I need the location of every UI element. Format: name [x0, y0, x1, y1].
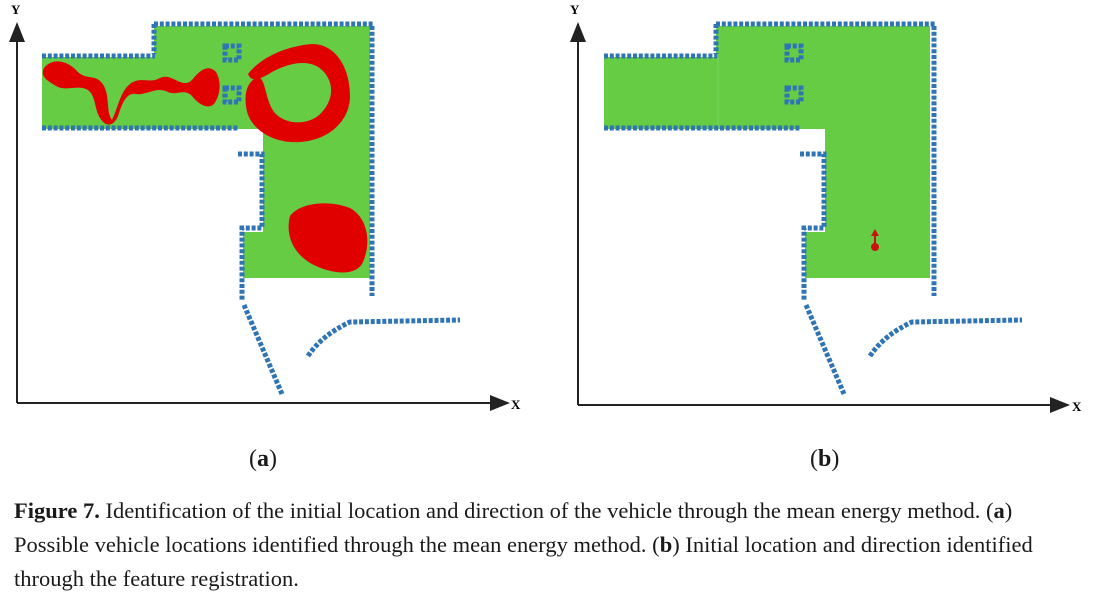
panel-a-label: (a): [249, 446, 277, 472]
boundary-markers: [604, 21, 1023, 395]
x-axis-label: X: [511, 397, 521, 412]
axes: [8, 22, 510, 411]
y-axis-label: Y: [11, 2, 21, 17]
figure-label: Figure 7.: [14, 498, 100, 523]
candidate-regions: [42, 44, 368, 273]
vehicle-position: [871, 243, 879, 251]
mapped-area: [604, 26, 930, 278]
figure-caption: Figure 7. Identification of the initial …: [14, 498, 1033, 591]
candidate-region-bottom: [288, 203, 368, 273]
boundary-markers: [42, 21, 461, 395]
candidate-region-loop: [245, 44, 350, 143]
panel-b-label: (b): [810, 446, 840, 472]
vehicle-marker: [871, 229, 879, 251]
panel-b: Y X: [570, 2, 1082, 414]
panel-a: Y X: [8, 2, 521, 412]
y-axis-label: Y: [570, 2, 580, 17]
axes: [570, 22, 1070, 413]
candidate-region-left: [42, 61, 220, 125]
x-axis-label: X: [1072, 399, 1082, 414]
